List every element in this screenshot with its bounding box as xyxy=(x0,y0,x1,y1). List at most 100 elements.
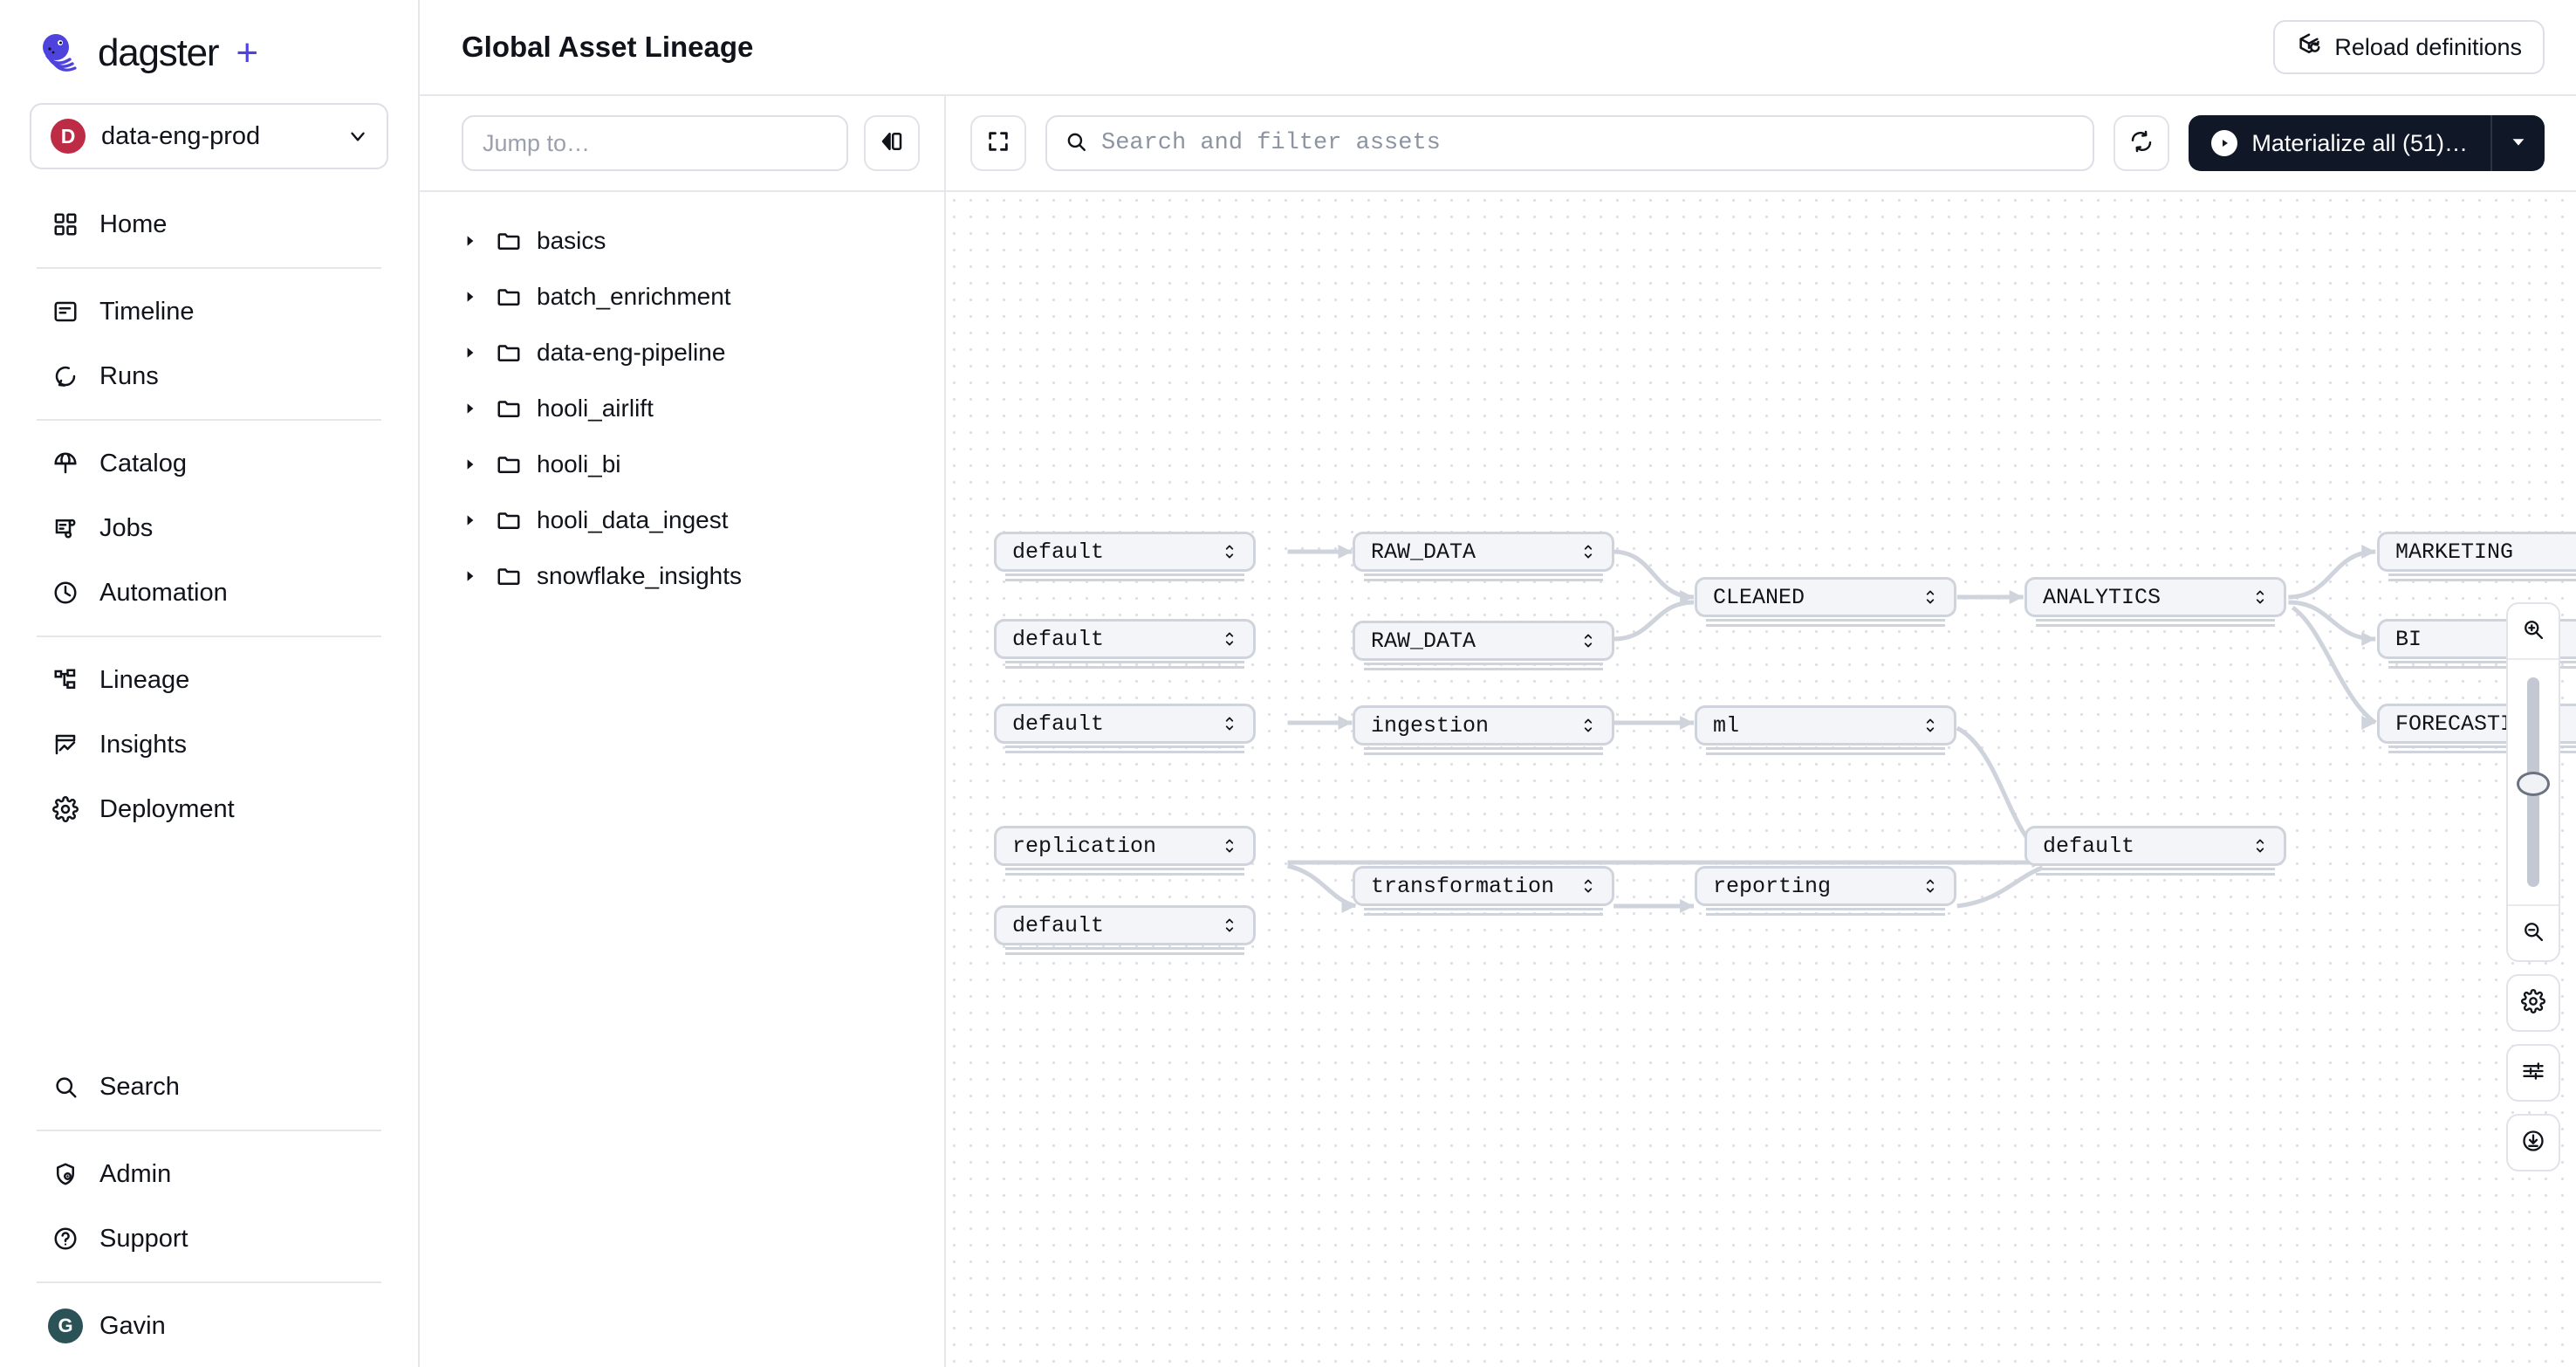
caret-right-icon[interactable] xyxy=(451,457,490,472)
caret-right-icon[interactable] xyxy=(451,401,490,416)
sidebar-item-deployment[interactable]: Deployment xyxy=(0,777,418,841)
sidebar-item-jobs[interactable]: Jobs xyxy=(0,496,418,560)
zoom-slider-thumb[interactable] xyxy=(2517,772,2550,796)
sliders-icon xyxy=(2521,1059,2545,1088)
sidebar-item-catalog[interactable]: Catalog xyxy=(0,431,418,496)
materialize-all-button[interactable]: Materialize all (51)… xyxy=(2189,115,2545,171)
expand-collapse-icon[interactable] xyxy=(1579,631,1598,650)
sidebar-item-search[interactable]: Search xyxy=(0,1054,418,1119)
brand-logo[interactable]: dagster + xyxy=(0,0,418,100)
deployment-picker[interactable]: D data-eng-prod xyxy=(30,103,388,169)
graph-settings-button[interactable] xyxy=(2506,974,2560,1032)
nav-divider xyxy=(37,1281,381,1283)
divider xyxy=(2508,658,2559,660)
sidebar-item-admin[interactable]: Admin xyxy=(0,1142,418,1206)
asset-node[interactable]: ml xyxy=(1695,705,1956,745)
tree-item-hooli-data-ingest[interactable]: hooli_data_ingest xyxy=(420,492,944,548)
asset-search-field[interactable] xyxy=(1045,115,2095,171)
asset-node-label: default xyxy=(1012,912,1105,938)
zoom-out-button[interactable] xyxy=(2508,906,2559,960)
asset-node[interactable]: ingestion xyxy=(1353,705,1614,745)
reload-definitions-button[interactable]: Reload definitions xyxy=(2273,20,2545,74)
asset-node-stack xyxy=(2388,666,2576,669)
refresh-icon xyxy=(2128,128,2155,159)
deployment-name: data-eng-prod xyxy=(101,121,261,150)
caret-right-icon[interactable] xyxy=(451,512,490,528)
materialize-all-main[interactable]: Materialize all (51)… xyxy=(2189,115,2490,171)
tree-item-hooli-bi[interactable]: hooli_bi xyxy=(420,436,944,492)
asset-node[interactable]: MARKETING xyxy=(2377,532,2576,572)
asset-node-stack xyxy=(1364,579,1603,581)
expand-collapse-icon[interactable] xyxy=(1579,542,1598,561)
expand-collapse-icon[interactable] xyxy=(1579,716,1598,735)
sidebar-item-home[interactable]: Home xyxy=(0,192,418,257)
asset-node[interactable]: reporting xyxy=(1695,866,1956,906)
expand-collapse-icon[interactable] xyxy=(1220,629,1239,649)
asset-node[interactable]: default xyxy=(2024,826,2286,866)
caret-right-icon[interactable] xyxy=(451,289,490,305)
asset-node[interactable]: replication xyxy=(994,826,1256,866)
expand-collapse-icon[interactable] xyxy=(2251,836,2270,855)
sidebar-item-label: Insights xyxy=(99,730,187,759)
fit-view-button[interactable] xyxy=(970,115,1026,171)
asset-node[interactable]: CLEANED xyxy=(1695,577,1956,617)
zoom-group xyxy=(2506,602,2560,962)
sidebar-item-label: Search xyxy=(99,1072,180,1101)
tree-item-basics[interactable]: basics xyxy=(420,213,944,269)
search-input[interactable] xyxy=(1101,130,2076,156)
expand-collapse-icon[interactable] xyxy=(1579,876,1598,896)
lineage-canvas[interactable]: default RAW_DATA default R xyxy=(946,192,2576,1367)
asset-node[interactable]: default xyxy=(994,532,1256,572)
asset-node[interactable]: default xyxy=(994,619,1256,659)
asset-node[interactable]: RAW_DATA xyxy=(1353,621,1614,661)
download-graph-button[interactable] xyxy=(2506,1114,2560,1171)
sidebar-item-lineage[interactable]: Lineage xyxy=(0,648,418,712)
brand-plus: + xyxy=(236,31,259,74)
caret-right-icon[interactable] xyxy=(451,233,490,249)
expand-collapse-icon[interactable] xyxy=(1220,916,1239,935)
tree-item-hooli-airlift[interactable]: hooli_airlift xyxy=(420,381,944,436)
asset-node[interactable]: default xyxy=(994,704,1256,744)
asset-node-label: ingestion xyxy=(1371,712,1490,738)
expand-collapse-icon[interactable] xyxy=(1921,716,1940,735)
caret-right-icon[interactable] xyxy=(451,568,490,584)
reload-definitions-label: Reload definitions xyxy=(2334,33,2522,60)
expand-collapse-icon[interactable] xyxy=(1921,587,1940,607)
expand-collapse-icon[interactable] xyxy=(1921,876,1940,896)
tree-item-batch-enrichment[interactable]: batch_enrichment xyxy=(420,269,944,325)
zoom-slider[interactable] xyxy=(2508,660,2559,904)
asset-node[interactable]: RAW_DATA xyxy=(1353,532,1614,572)
sidebar-item-automation[interactable]: Automation xyxy=(0,560,418,625)
expand-collapse-icon[interactable] xyxy=(1220,836,1239,855)
asset-node-label: default xyxy=(1012,711,1105,737)
collapse-panel-button[interactable] xyxy=(864,115,920,171)
tree-item-data-eng-pipeline[interactable]: data-eng-pipeline xyxy=(420,325,944,381)
sidebar-item-insights[interactable]: Insights xyxy=(0,712,418,777)
asset-node-stack xyxy=(1364,663,1603,665)
asset-node-stack xyxy=(2036,619,2275,622)
refresh-button[interactable] xyxy=(2114,115,2170,171)
tree-item-snowflake-insights[interactable]: snowflake_insights xyxy=(420,548,944,604)
expand-collapse-icon[interactable] xyxy=(1220,714,1239,733)
main-area: Global Asset Lineage Reload definitions xyxy=(420,0,2576,1367)
asset-node[interactable]: default xyxy=(994,905,1256,945)
search-icon xyxy=(1065,130,1087,157)
zoom-in-button[interactable] xyxy=(2508,604,2559,658)
asset-node[interactable]: ANALYTICS xyxy=(2024,577,2286,617)
graph-toolbar: Materialize all (51)… xyxy=(420,96,2576,192)
jump-to-input[interactable] xyxy=(462,115,848,171)
download-graph-cell[interactable] xyxy=(2508,1116,2559,1170)
graph-filters-cell[interactable] xyxy=(2508,1046,2559,1100)
sidebar-item-timeline[interactable]: Timeline xyxy=(0,279,418,344)
expand-collapse-icon[interactable] xyxy=(1220,542,1239,561)
sidebar-item-support[interactable]: Support xyxy=(0,1206,418,1271)
graph-filters-button[interactable] xyxy=(2506,1044,2560,1102)
question-circle-icon xyxy=(51,1224,80,1254)
expand-collapse-icon[interactable] xyxy=(2251,587,2270,607)
asset-node[interactable]: transformation xyxy=(1353,866,1614,906)
materialize-dropdown-button[interactable] xyxy=(2490,115,2545,171)
sidebar-item-runs[interactable]: Runs xyxy=(0,344,418,409)
sidebar-item-user[interactable]: G Gavin xyxy=(0,1294,418,1358)
graph-settings-cell[interactable] xyxy=(2508,976,2559,1030)
caret-right-icon[interactable] xyxy=(451,345,490,361)
